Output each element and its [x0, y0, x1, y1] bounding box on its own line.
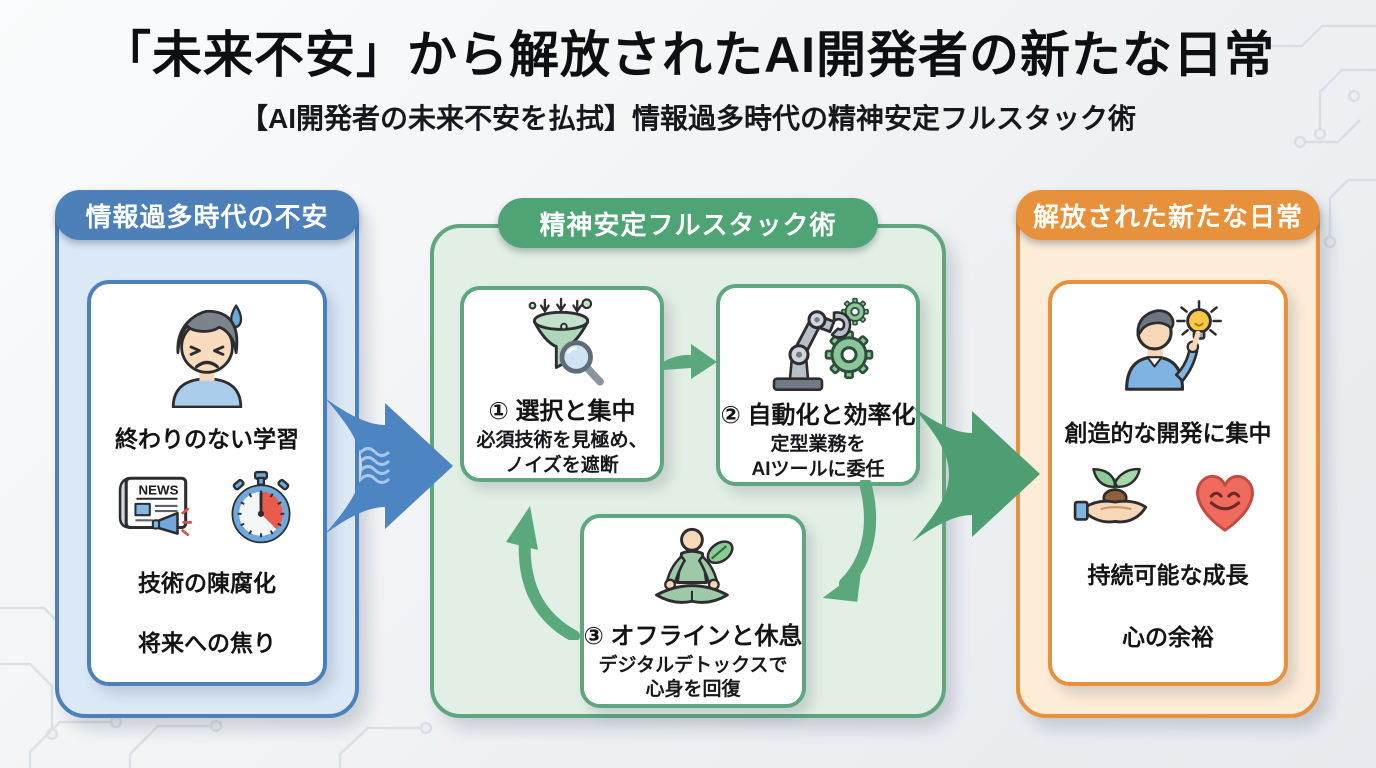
panel-liberated-new-daily-life: 解放された新たな日常 創造的	[1016, 190, 1320, 718]
funnel-magnifier-icon	[528, 298, 604, 386]
worried-developer-icon	[171, 304, 243, 408]
left-item-future-impatience: 将来への焦り	[138, 630, 276, 656]
middle-panel-header: 精神安定フルスタック術	[498, 198, 878, 248]
left-panel-card: 終わりのない学習 NEWS	[87, 280, 327, 686]
robot-arm-gears-icon	[772, 297, 874, 391]
news-icon: NEWS	[118, 476, 193, 536]
idea-developer-icon	[1125, 300, 1222, 391]
right-item-creative-development: 創造的な開発に集中	[1064, 420, 1272, 446]
page-title: 「未来不安」から解放されたAI開発者の新たな日常	[101, 27, 1275, 83]
right-item-peace-of-mind: 心の余裕	[1122, 624, 1214, 650]
arrow-step1-to-step2	[663, 344, 717, 379]
left-item-tech-obsolescence: 技術の陳腐化	[138, 570, 276, 596]
right-panel-card: 創造的な開発に集中 持続可能な成長 心の余裕	[1048, 280, 1288, 686]
step2-desc-line1: 定型業務を	[770, 434, 866, 456]
step3-desc-line1: デジタルデトックスで	[598, 655, 788, 676]
left-item-endless-learning: 終わりのない学習	[115, 426, 299, 452]
page-subtitle: 【AI開発者の未来不安を払拭】情報過多時代の精神安定フルスタック術	[239, 103, 1136, 134]
arrow-step3-to-step1	[506, 506, 580, 640]
arrow-left-to-middle	[325, 398, 453, 534]
step-box-selection-focus: ① 選択と集中 必須技術を見極め、 ノイズを遮断	[460, 286, 664, 482]
arrow-step2-to-step3	[822, 480, 877, 602]
step2-desc-line2: AIツールに委任	[751, 458, 885, 480]
gear-large	[824, 330, 874, 379]
right-panel-header: 解放された新たな日常	[1016, 190, 1320, 240]
left-panel-header: 情報過多時代の不安	[55, 190, 359, 240]
step-box-offline-rest: ③ オフラインと休息 デジタルデトックスで 心身を回復	[580, 514, 806, 708]
right-item-sustainable-growth: 持続可能な成長	[1087, 562, 1249, 588]
hand-sprout-icon	[1073, 467, 1148, 524]
step2-title: ② 自動化と効率化	[720, 402, 916, 430]
step1-desc-line2: ノイズを遮断	[505, 454, 619, 476]
step3-desc-line2: 心身を回復	[645, 679, 741, 701]
step3-title: ③ オフラインと休息	[583, 623, 803, 650]
panel-mental-stability-fullstack: 精神安定フルスタック術 ① 選択と集中 必須技術を見極め、	[430, 198, 946, 718]
meditation-icon	[655, 527, 734, 604]
stopwatch-icon	[231, 470, 291, 544]
arrow-middle-to-right	[912, 406, 1040, 542]
step-box-automation-efficiency: ② 自動化と効率化 定型業務を AIツールに委任	[716, 284, 920, 486]
step1-title: ① 選択と集中	[488, 398, 636, 426]
panel-information-overload-anxiety: 情報過多時代の不安 終わりのない学習 NEWS	[55, 190, 359, 718]
step1-desc-line1: 必須技術を見極め、	[476, 430, 648, 452]
smiling-heart-icon	[1196, 474, 1254, 532]
news-label: NEWS	[139, 483, 179, 498]
